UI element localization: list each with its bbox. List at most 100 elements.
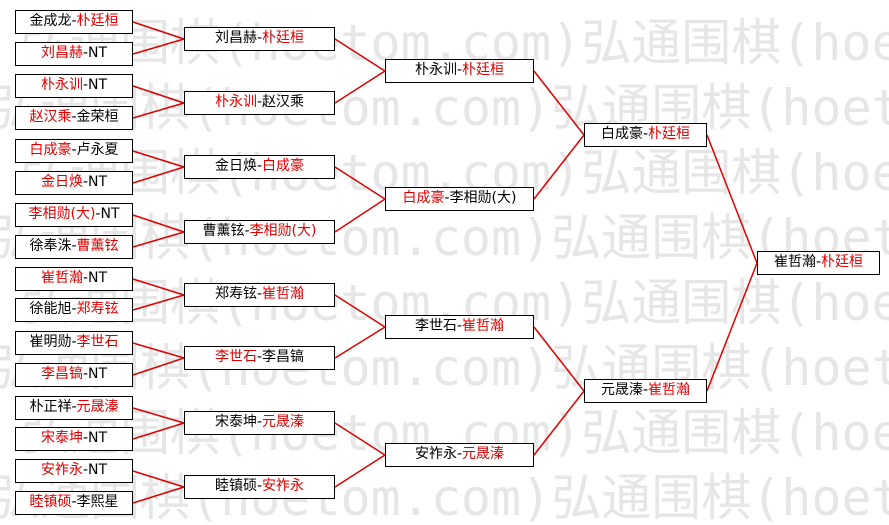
match-box[interactable]: 朴永训-NT [15,74,133,98]
match-box[interactable]: 金日焕-NT [15,171,133,195]
match-box[interactable]: 金成龙-朴廷桓 [15,10,133,34]
player-name: 赵汉乘 [262,94,305,110]
connector-line [334,70,386,104]
match-box[interactable]: 宋泰坤-元晟溱 [184,411,335,435]
separator: - [71,301,77,317]
separator: - [642,126,649,142]
match-box[interactable]: 安祚永-元晟溱 [385,443,534,467]
player-name: 郑寿铉 [76,301,119,317]
separator: - [256,414,263,430]
match-box[interactable]: 崔哲瀚-朴廷桓 [757,251,880,275]
separator: - [82,462,89,478]
connector-line [132,166,185,184]
match-box[interactable]: 郑寿铉-崔哲瀚 [184,283,335,307]
player-name: 卢永夏 [76,142,119,158]
watermark-text: 弘通围棋(hoetom.com)弘通围棋(hoetom.com) [0,79,889,137]
watermark-text: 弘通围棋(hoetom.com)弘通围棋(hoetom.com) [0,339,889,397]
connector-line [334,454,386,488]
match-box[interactable]: 赵汉乘-金荣桓 [15,106,133,130]
match-box[interactable]: 白成豪-卢永夏 [15,139,133,163]
player-name: 元晟溱 [462,446,505,462]
player-name: 金日焕 [214,158,257,174]
player-name: NT [88,77,108,93]
match-box[interactable]: 金日焕-白成豪 [184,155,335,179]
connector-line [334,166,386,200]
match-box[interactable]: 李相勋(大)-NT [15,203,133,227]
player-name: 李世石 [76,334,119,350]
match-box[interactable]: 宋泰坤-NT [15,427,133,451]
player-name: 元晟溱 [262,414,305,430]
connector-line [132,38,185,55]
player-name: 元晟溱 [76,399,119,415]
player-name: 朴正祥 [29,399,72,415]
match-box[interactable]: 曹薰铉-李相勋(大) [184,220,335,244]
player-name: NT [100,206,120,222]
match-box[interactable]: 安祚永-NT [15,459,133,483]
match-box[interactable]: 徐奉洙-曹薰铉 [15,235,133,259]
player-name: 睦镇硕 [29,494,72,510]
match-box[interactable]: 朴永训-赵汉乘 [184,91,335,115]
player-name: 金荣桓 [76,109,119,125]
connector-line [334,326,386,359]
match-box[interactable]: 刘昌赫-朴廷桓 [184,27,335,51]
player-name: 赵汉乘 [29,109,72,125]
player-name: 徐奉洙 [29,238,72,254]
player-name: 曹薰铉 [202,223,245,239]
connector-line [533,70,585,136]
match-box[interactable]: 睦镇硕-安祚永 [184,475,335,499]
match-box[interactable]: 李昌镐-NT [15,363,133,387]
match-box[interactable]: 白成豪-李相勋(大) [385,187,534,211]
match-box[interactable]: 刘昌赫-NT [15,42,133,66]
player-name: 刘昌赫 [214,30,257,46]
player-name: 安祚永 [40,462,83,478]
match-box[interactable]: 徐能旭-郑寿铉 [15,298,133,322]
separator: - [256,94,263,110]
separator: - [256,349,263,365]
player-name: 郑寿铉 [214,286,257,302]
separator: - [71,142,77,158]
player-name: 李熙星 [76,494,119,510]
match-box[interactable]: 李世石-李昌镐 [184,346,335,370]
separator: - [244,223,250,239]
match-box[interactable]: 崔明勋-李世石 [15,331,133,355]
separator: - [71,334,77,350]
connector-line [132,214,185,233]
player-name: 崔哲瀚 [773,254,816,270]
match-box[interactable]: 崔哲瀚-NT [15,267,133,291]
player-name: 朴永训 [414,62,457,78]
separator: - [456,62,463,78]
separator: - [82,430,89,446]
player-name: 安祚永 [262,478,305,494]
connector-line [533,390,585,456]
separator: - [256,478,263,494]
player-name: NT [88,462,108,478]
player-name: NT [88,174,108,190]
connector-line [132,486,185,504]
match-box[interactable]: 朴正祥-元晟溱 [15,396,133,420]
player-name: 李相勋(大) [249,223,317,239]
match-box[interactable]: 睦镇硕-李熙星 [15,491,133,515]
separator: - [456,318,463,334]
player-name: 李相勋(大) [28,206,96,222]
player-name: 徐能旭 [29,301,72,317]
separator: - [71,494,77,510]
player-name: 李昌镐 [262,349,305,365]
match-box[interactable]: 白成豪-朴廷桓 [584,123,707,147]
connector-line [533,134,585,200]
connector-line [132,85,185,104]
separator: - [71,399,77,415]
connector-line [132,278,185,296]
player-name: 曹薰铉 [76,238,119,254]
match-box[interactable]: 元晟溱-崔哲瀚 [584,379,707,403]
player-name: 朴廷桓 [462,62,505,78]
connector-line [132,231,185,248]
separator: - [815,254,822,270]
separator: - [642,382,649,398]
connector-line [132,150,185,168]
connector-line [334,198,386,233]
match-box[interactable]: 朴永训-朴廷桓 [385,59,534,83]
match-box[interactable]: 李世石-崔哲瀚 [385,315,534,339]
player-name: 金成龙 [29,13,72,29]
player-name: 白成豪 [262,158,305,174]
